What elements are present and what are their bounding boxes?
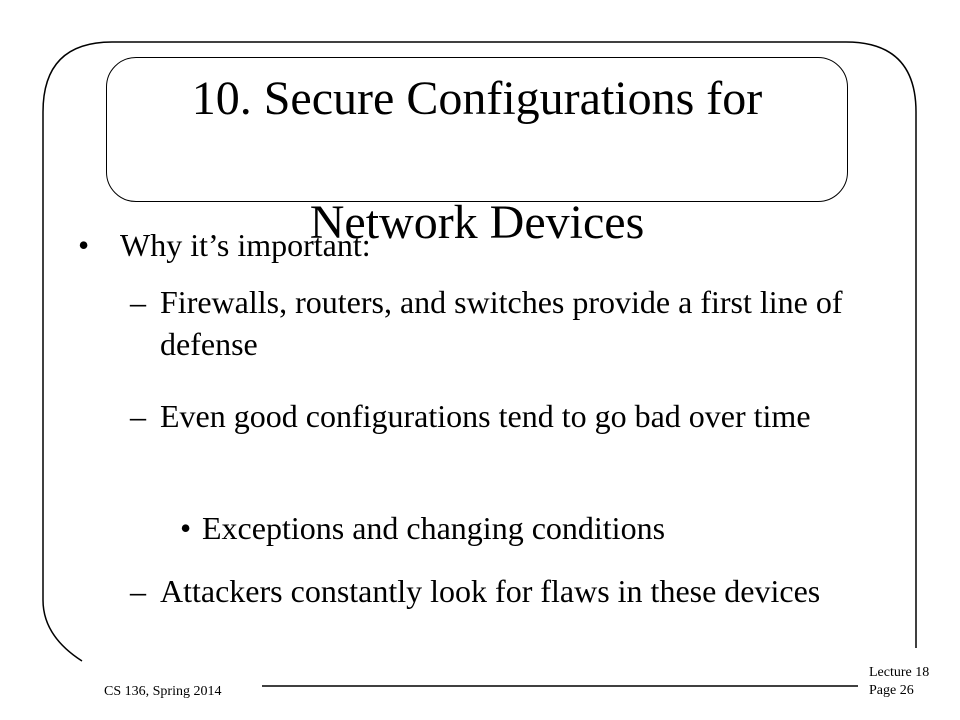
bullet-text: Why it’s important: [120,227,371,263]
bullet-marker: • [180,510,192,546]
slide-title: 10. Secure Configurations for Network De… [192,6,763,254]
dash-marker: – [130,573,146,609]
bullet-marker: • [78,227,90,263]
subsubbullet-text: Exceptions and changing conditions [202,510,666,546]
lecture-number: Lecture 18 [869,665,930,680]
subbullet-attackers: – Attackers constantly look for flaws in… [130,570,860,612]
subbullet-text: Attackers constantly look for flaws in t… [160,573,821,609]
bullet-why-important: • Why it’s important: [78,222,858,268]
dash-marker: – [130,284,146,320]
subbullet-text: Firewalls, routers, and switches provide… [160,284,843,362]
course-footer: CS 136, Spring 2014 [104,684,222,699]
page-number: Page 26 [869,683,914,698]
title-line-2: Network Devices [309,195,645,249]
title-box: 10. Secure Configurations for Network De… [106,57,848,249]
slide-border [42,41,917,687]
subbullet-text: Even good configurations tend to go bad … [160,398,811,434]
dash-marker: – [130,398,146,434]
page-footer: Lecture 18 Page 26 [869,664,929,700]
subbullet-firewalls: – Firewalls, routers, and switches provi… [130,281,860,365]
subsubbullet-exceptions: • Exceptions and changing conditions [180,505,860,551]
subbullet-configurations: – Even good configurations tend to go ba… [130,395,860,437]
title-line-1: 10. Secure Configurations for [191,71,763,125]
